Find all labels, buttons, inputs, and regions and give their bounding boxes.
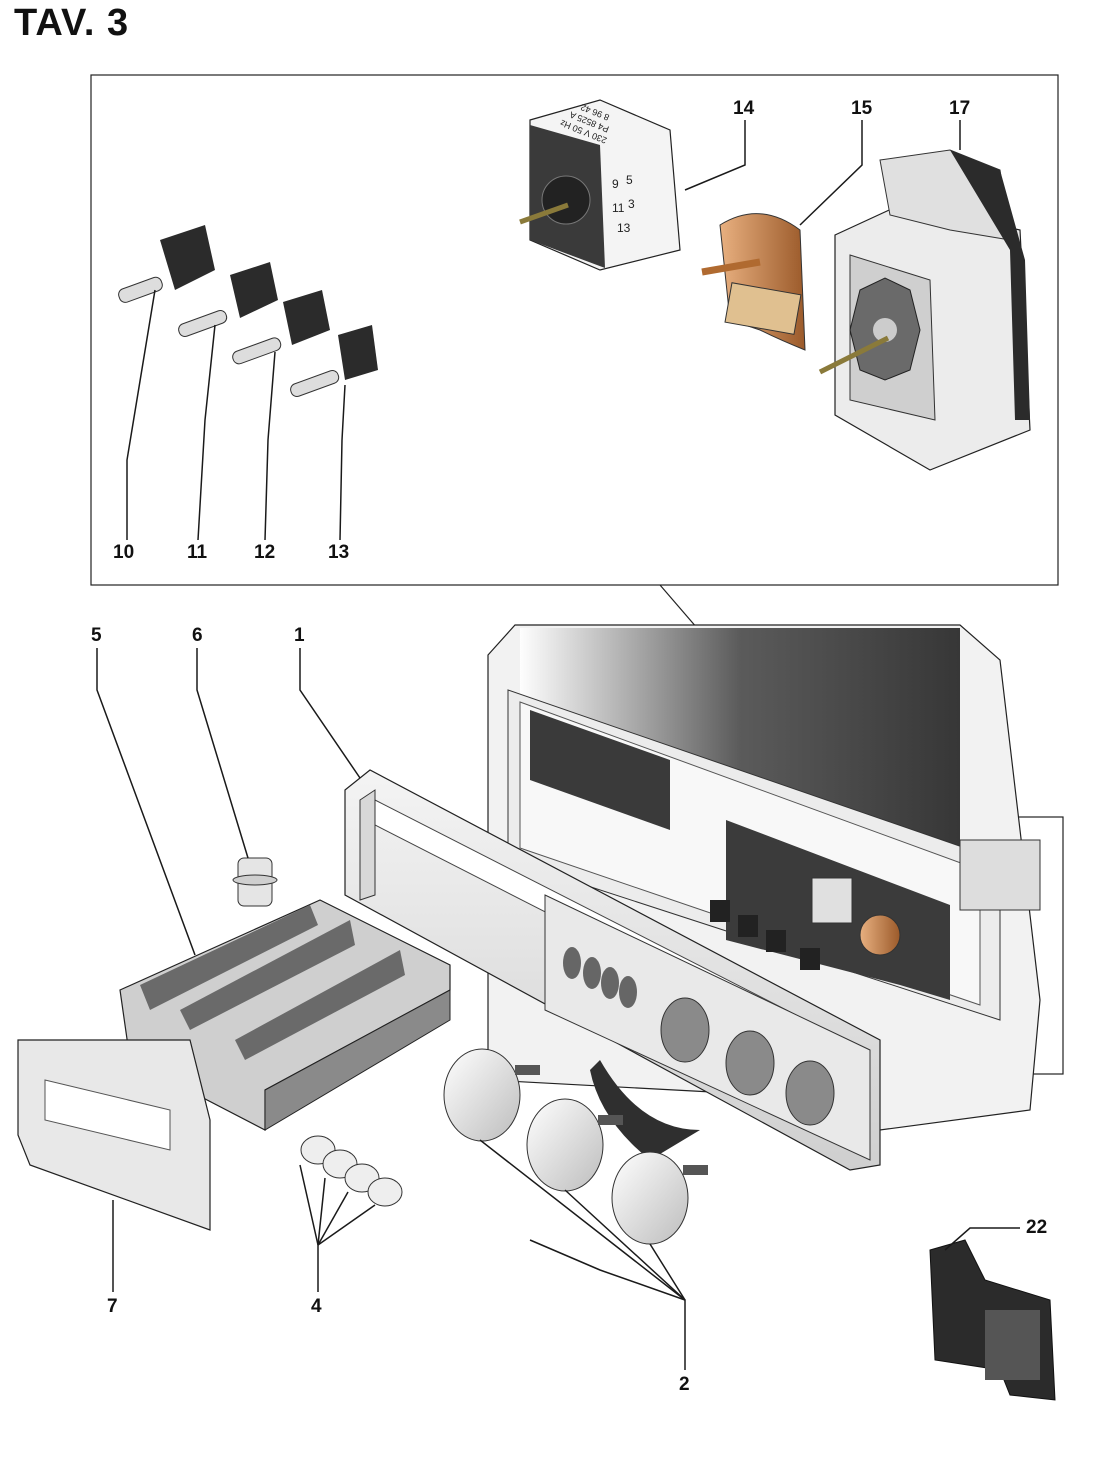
part-2-knobs	[443, 1048, 708, 1245]
terminal-3: 3	[628, 197, 635, 211]
terminal-11: 11	[612, 201, 625, 215]
part-11-switch	[178, 262, 278, 337]
part-5-detergent-drawer	[119, 899, 451, 1131]
callout-12: 12	[254, 542, 276, 563]
callout-1: 1	[294, 625, 305, 646]
terminal-5: 5	[626, 173, 633, 187]
terminal-9: 9	[612, 177, 619, 191]
callout-17: 17	[949, 98, 971, 119]
leader-lines	[96, 120, 1020, 1370]
page-title: TAV. 3	[14, 2, 130, 44]
part-14-selector-switch: 230 V 50 Hz P4 8525 A 8 96 42 9 5 11 3 1…	[519, 99, 681, 271]
callout-15: 15	[851, 98, 873, 119]
callout-7: 7	[107, 1296, 118, 1317]
part-13-switch	[290, 325, 378, 397]
part-7-drawer-front	[17, 1039, 211, 1231]
callout-4: 4	[311, 1296, 322, 1317]
callout-22: 22	[1026, 1217, 1048, 1238]
callout-5: 5	[91, 625, 102, 646]
callout-2: 2	[679, 1374, 690, 1395]
callout-6: 6	[192, 625, 203, 646]
part-22-door-lock	[929, 1239, 1056, 1401]
part-6-siphon-cap	[232, 857, 278, 907]
detail-frame	[90, 74, 1059, 586]
terminal-13: 13	[617, 221, 631, 235]
part-4-push-buttons	[300, 1135, 403, 1207]
part-15-thermostat	[701, 213, 806, 351]
part-12-switch	[232, 290, 330, 365]
callout-11: 11	[187, 542, 208, 563]
inset-switches	[710, 839, 1041, 970]
callout-13: 13	[328, 542, 350, 563]
part-10-switch	[118, 225, 215, 303]
parts-10-13-switches	[118, 225, 378, 397]
part-17-programmer	[818, 149, 1031, 471]
part-1-control-panel	[344, 769, 881, 1171]
callout-10: 10	[113, 542, 135, 563]
callout-14: 14	[733, 98, 755, 119]
